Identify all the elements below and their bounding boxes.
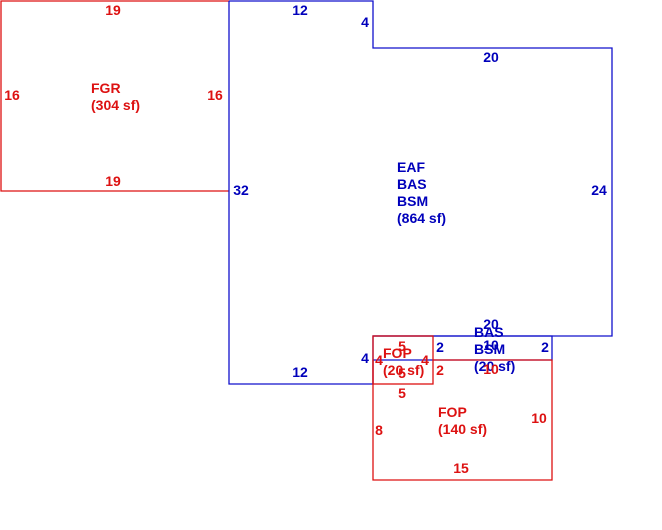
fop-large-dim-left: 8 [375,422,383,438]
fop-large-dim-left-inner: 2 [436,362,444,378]
bas-small-dim-top: 10 [483,337,499,353]
bas-small-dim-left: 2 [436,339,444,355]
fgr-code: FGR [91,80,121,96]
main-dim-notch: 4 [361,14,369,30]
fop-small-code: FOP [383,345,412,361]
fop-small-outline [372,335,434,385]
bas-small-dim-bottom: 10 [483,361,499,377]
fgr-area: (304 sf) [91,97,140,113]
main-dim-right: 24 [591,182,607,198]
main-area: (864 sf) [397,210,446,226]
main-dim-bottom-left: 12 [292,364,308,380]
main-area-outline [228,0,613,385]
bas-small-dim-right: 2 [541,339,549,355]
fgr-dim-right: 16 [207,87,223,103]
bas-small-code-1: BAS [474,324,504,340]
fop-large-dim-bottom: 15 [453,460,469,476]
fop-small-area: (20 sf) [383,362,424,378]
fop-small-dim-top: 5 [398,338,406,354]
main-dim-top-left: 12 [292,2,308,18]
fop-large-code: FOP [438,404,467,420]
main-code-3: BSM [397,193,428,209]
bas-small-code-2: BSM [474,341,505,357]
fgr-dim-top: 19 [105,2,121,18]
main-dim-top-right: 20 [483,49,499,65]
fop-small-dim-right: 4 [421,352,429,368]
fop-small-dim-left: 4 [375,352,383,368]
fgr-dim-bottom: 19 [105,173,121,189]
main-dim-bottom-right: 20 [483,316,499,332]
main-code-2: BAS [397,176,427,192]
fop-large-dim-top-inner: 5 [398,385,406,401]
main-code-1: EAF [397,159,425,175]
main-dim-left: 32 [233,182,249,198]
fop-large-dim-right: 10 [531,410,547,426]
fgr-dim-left: 16 [4,87,20,103]
bas-small-area: (20 sf) [474,358,515,374]
fop-large-area: (140 sf) [438,421,487,437]
fgr-outline [0,0,229,192]
fop-large-outline [372,359,553,481]
main-dim-bottom-notch: 4 [361,350,369,366]
fop-small-dim-bottom: 5 [398,365,406,381]
